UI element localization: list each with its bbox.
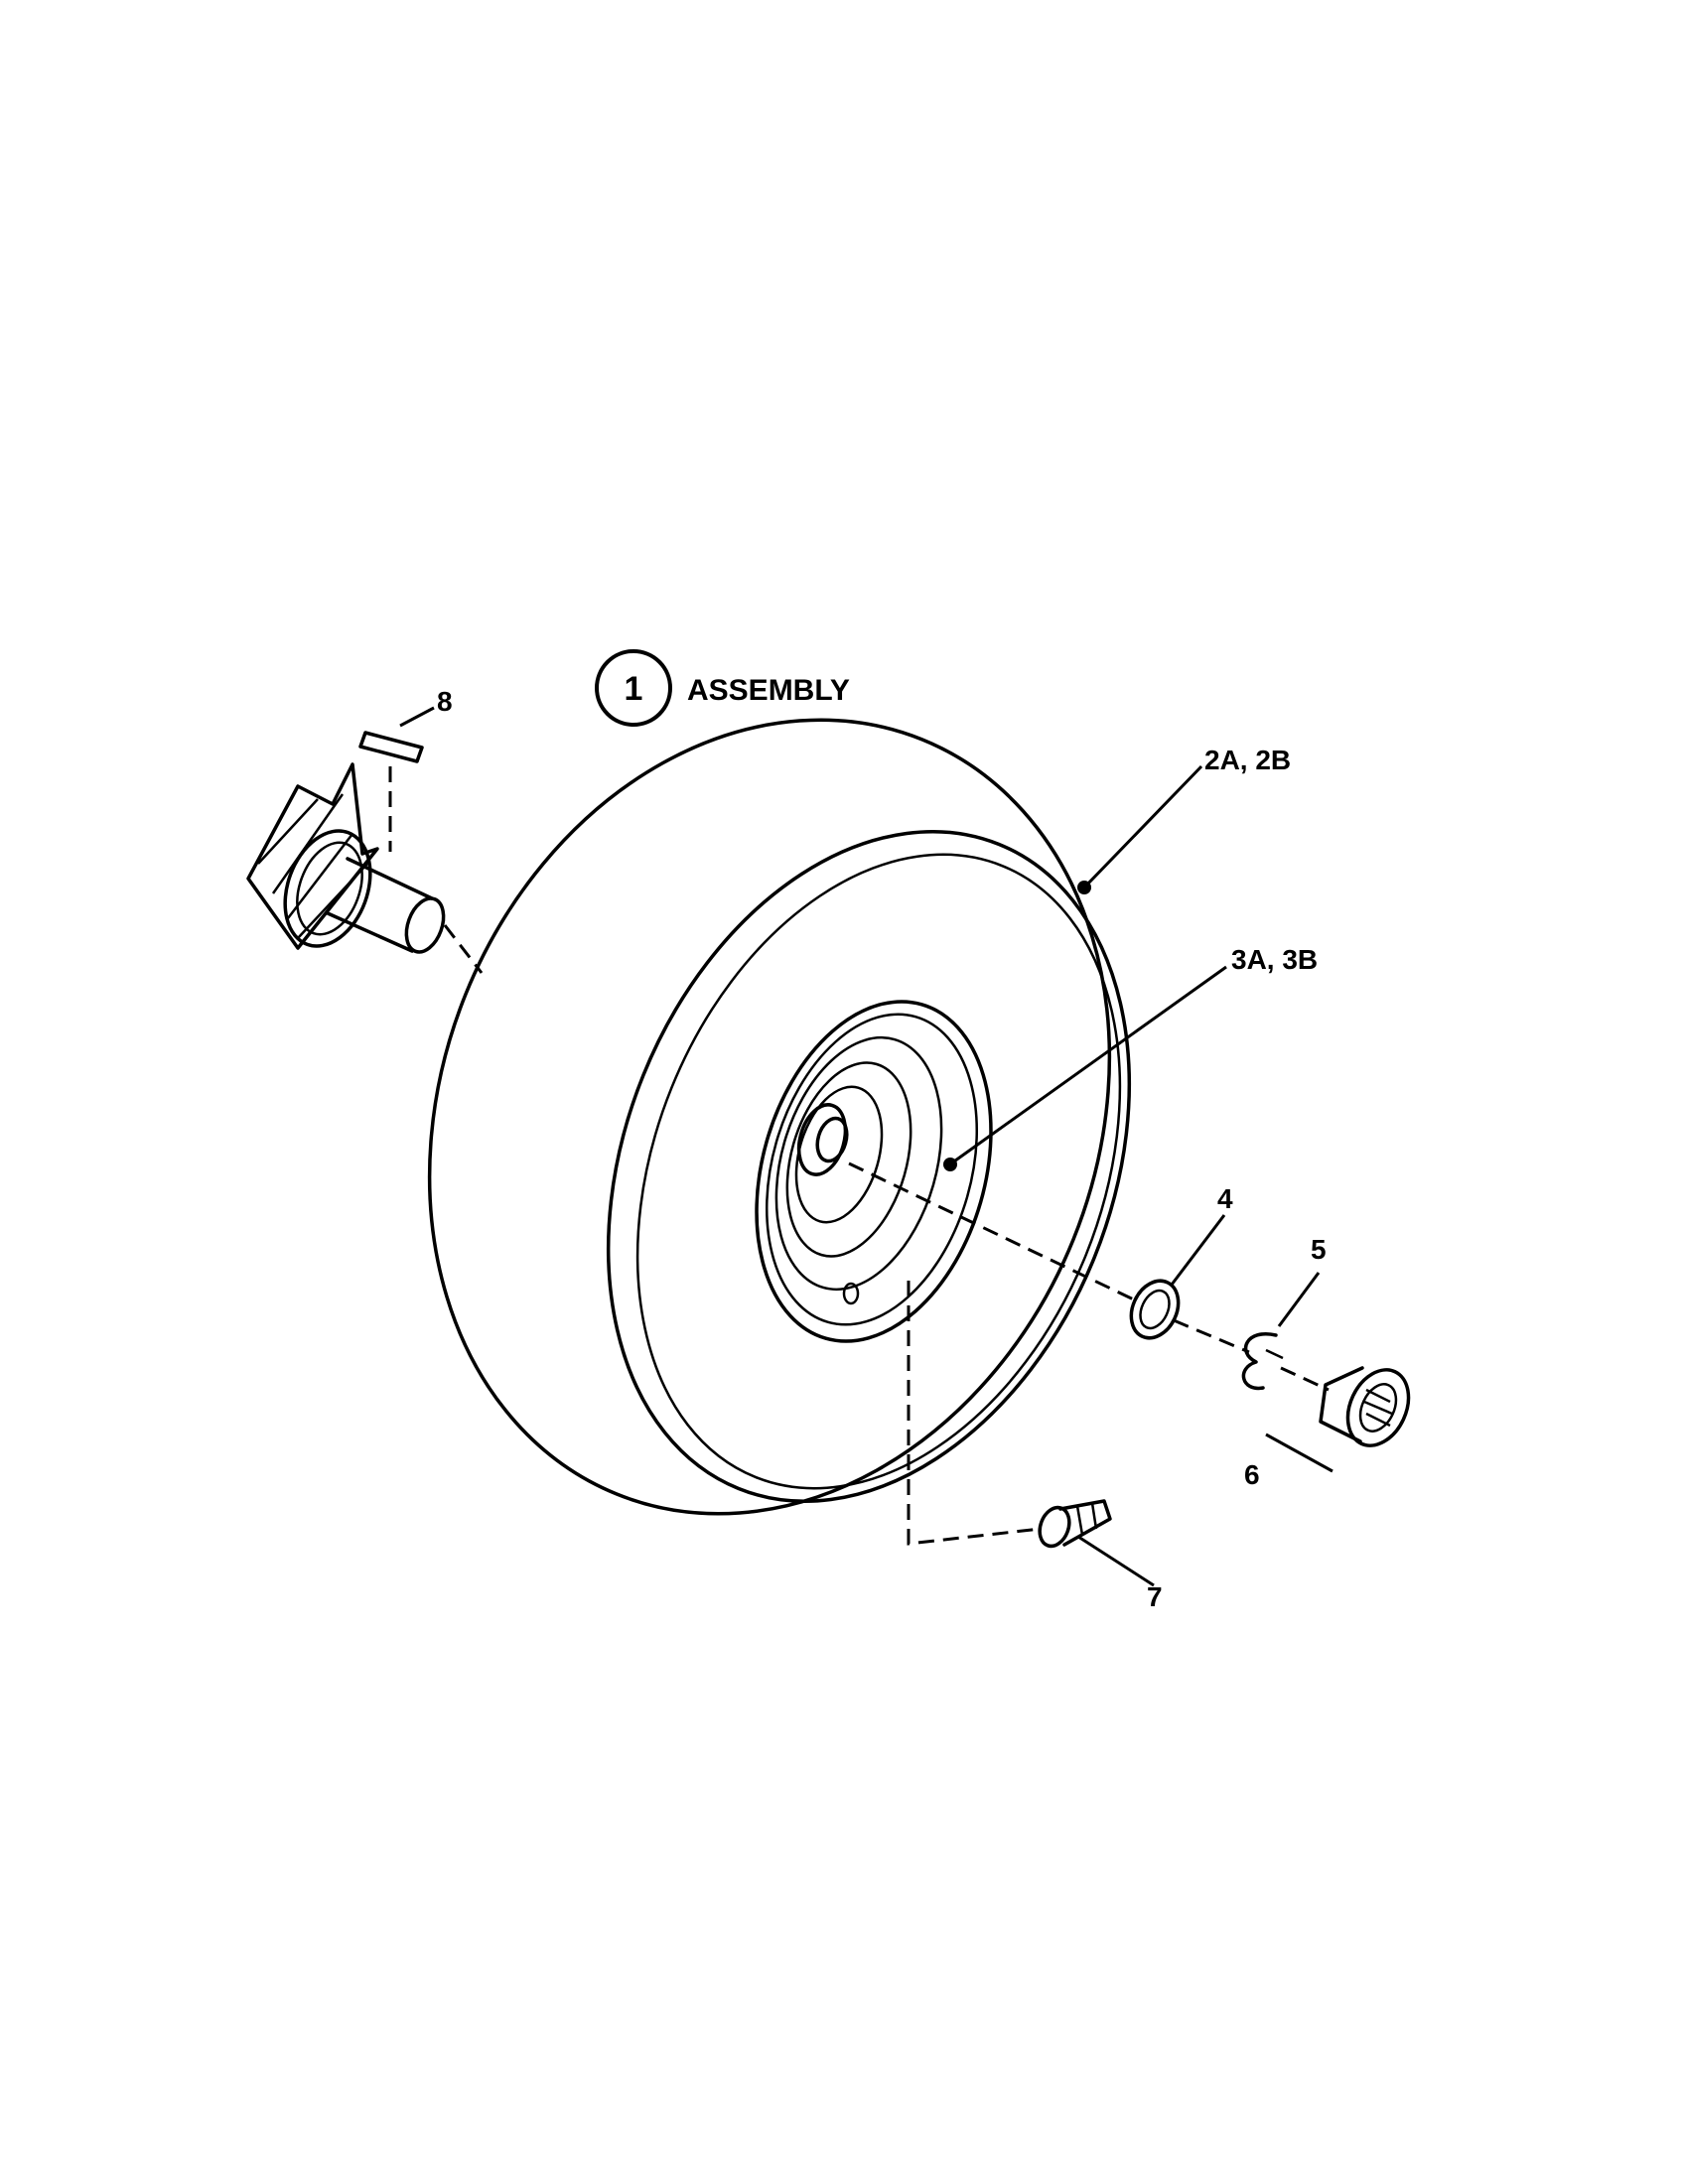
rim-callout-dot	[943, 1158, 957, 1171]
assembly-lines	[388, 766, 1330, 1546]
assembly-circle	[595, 649, 672, 727]
callout-8: 8	[437, 686, 453, 717]
callout-7: 7	[1147, 1581, 1163, 1612]
washer-part	[1129, 1279, 1181, 1340]
assembly-number: 1	[625, 670, 643, 708]
key-part	[358, 731, 424, 763]
tire-callout-dot	[1077, 881, 1091, 894]
bearing-part	[1319, 1366, 1411, 1447]
spindle	[246, 762, 446, 954]
assembly-callout: 1 ASSEMBLY	[595, 649, 850, 727]
tire	[427, 718, 1132, 1516]
callout-3a-3b: 3A, 3B	[1231, 944, 1318, 975]
assembly-label: ASSEMBLY	[687, 674, 850, 707]
rim	[755, 1000, 993, 1343]
leader-lines	[399, 706, 1333, 1587]
callout-2a-2b: 2A, 2B	[1204, 745, 1291, 775]
e-ring-part	[1241, 1332, 1284, 1391]
callout-5: 5	[1311, 1234, 1327, 1265]
callout-4: 4	[1217, 1183, 1233, 1214]
callout-6: 6	[1244, 1459, 1260, 1490]
grease-fitting-part	[1038, 1499, 1112, 1549]
